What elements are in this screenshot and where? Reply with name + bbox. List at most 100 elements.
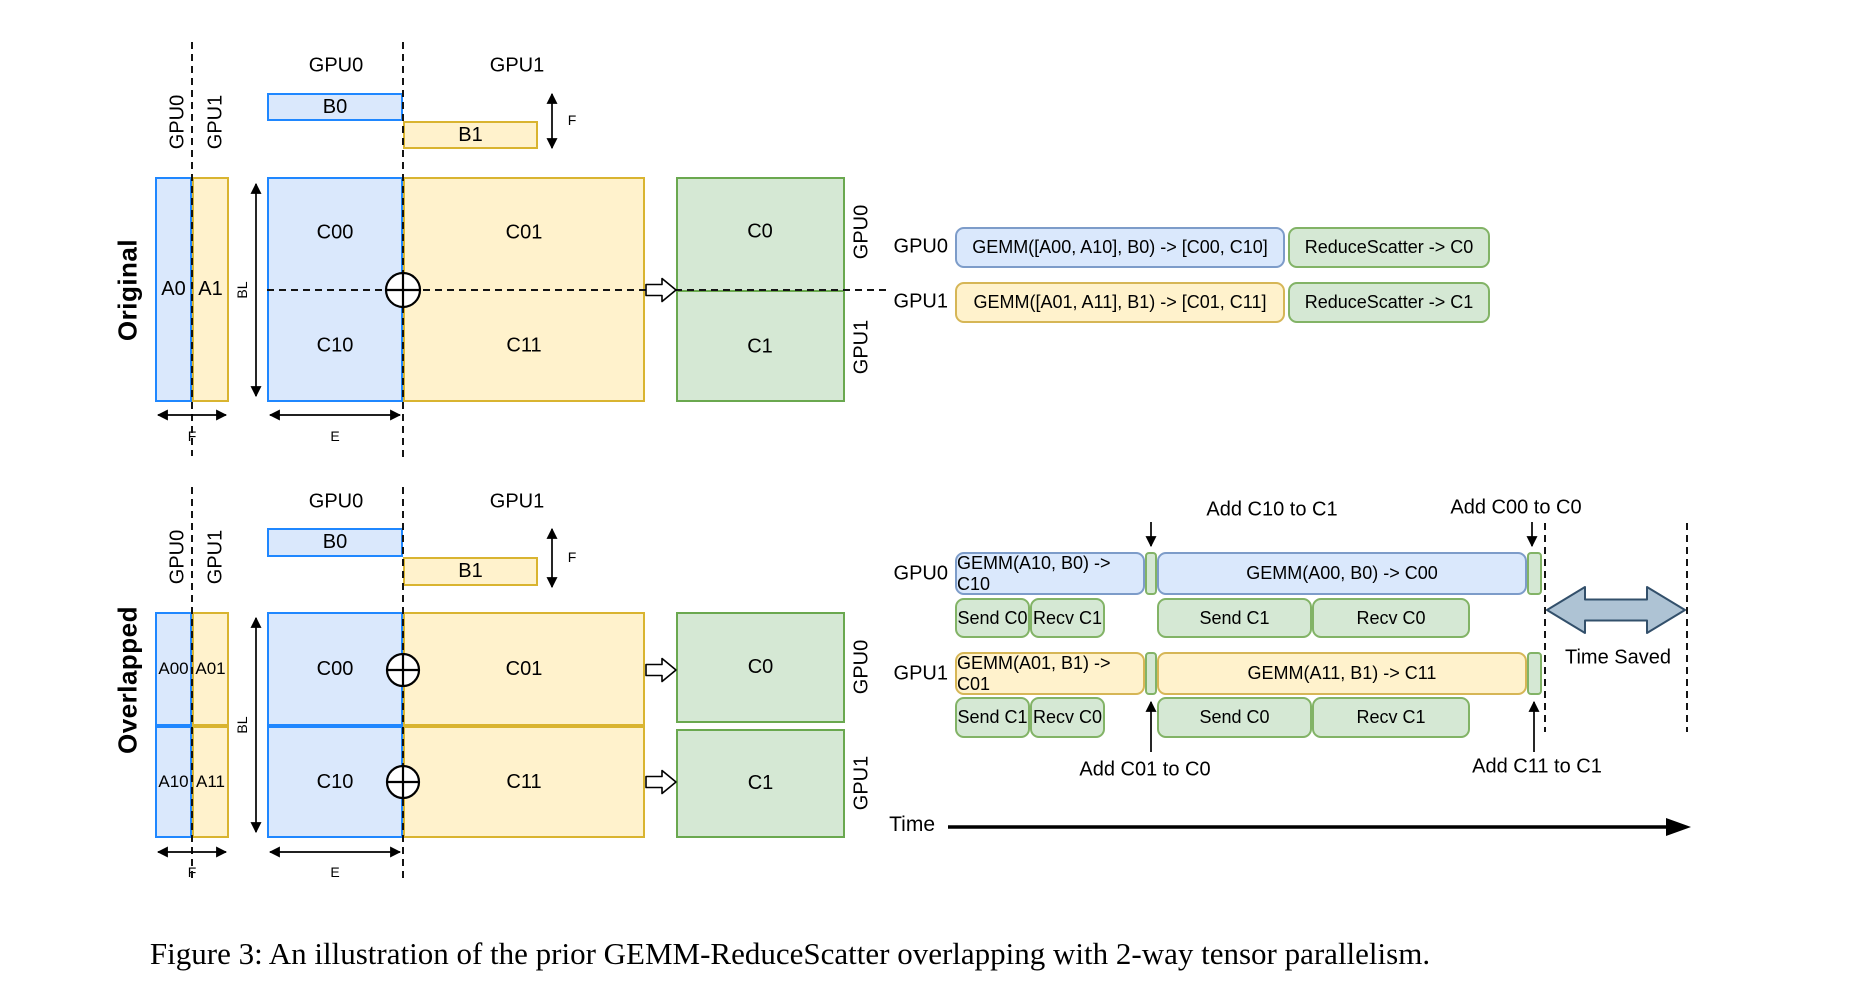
overlapped-c11-label: C11 [506,770,542,793]
overlapped-c00-block: C00 [267,612,403,726]
original-out-gpu1-label: GPU1 [850,319,873,375]
overlapped-b0-label: B0 [322,531,348,553]
annotation-add-c10-to-c1: Add C10 to C1 [1206,498,1338,521]
original-b1-block: B1 [403,121,538,149]
original-timeline-gpu1-gemm-box: GEMM([A01, A11], B1) -> [C01, C11] [955,282,1285,323]
overlapped-a10-label: A10 [158,772,189,791]
original-b0-label: B0 [322,95,348,118]
overlapped-gpu0-add-sliver-2 [1527,552,1542,595]
overlapped-gpu0-add-sliver-1 [1145,552,1157,595]
original-c00-label: C00 [316,221,354,244]
original-section-label: Original [112,238,143,342]
block-arrows [645,277,677,795]
overlapped-gpu1-recv1-label: Recv C0 [1032,707,1103,727]
overlapped-gpu1-recv2-label: Recv C1 [1356,707,1426,727]
overlapped-a00-label: A00 [158,659,189,678]
original-timeline-gpu1-label: GPU1 [893,290,948,313]
original-output-divider [678,289,843,292]
original-timeline-gpu1-gemm-label: GEMM([A01, A11], B1) -> [C01, C11] [973,292,1267,312]
overlapped-gpu0-recv1-box: Recv C1 [1030,598,1105,638]
overlapped-c11-block: C11 [403,726,645,838]
original-timeline-gpu0-reducescatter-label: ReduceScatter -> C0 [1304,237,1474,257]
overlapped-output-arrow-top-icon [645,657,677,683]
overlapped-gpu1-add-sliver-1 [1145,652,1157,695]
original-b1-label: B1 [458,123,483,146]
overlapped-out-gpu1-label: GPU1 [850,755,873,811]
original-a1-label: A1 [198,278,223,300]
overlapped-section-label: Overlapped [112,605,143,755]
overlapped-b0-block: B0 [267,528,403,557]
overlapped-gpu1-send1-box: Send C1 [955,697,1030,738]
original-timeline-gpu1-reducescatter-label: ReduceScatter -> C1 [1304,292,1474,312]
original-b-gpu0-label: GPU0 [308,54,364,77]
overlapped-a01-block: A01 [192,612,229,726]
original-c10-label: C10 [316,334,354,357]
original-timeline-gpu0-gemm-label: GEMM([A00, A10], B0) -> [C00, C10] [972,237,1268,257]
original-timeline-gpu0-gemm-box: GEMM([A00, A10], B0) -> [C00, C10] [955,227,1285,268]
overlapped-gpu0-send2-label: Send C1 [1199,607,1270,628]
overlapped-c0-label: C0 [747,656,774,678]
overlapped-gpu1-recv1-box: Recv C0 [1030,697,1105,738]
overlapped-c00-label: C00 [316,657,354,680]
original-c-blue-block [267,177,403,402]
original-b-gpu1-label: GPU1 [489,54,545,77]
overlapped-gpu1-send1-label: Send C1 [957,707,1028,727]
overlapped-a-col-gpu0-label: GPU0 [166,529,189,585]
overlapped-a10-block: A10 [155,726,192,838]
overlapped-b-gpu1-label: GPU1 [489,490,545,513]
original-c01-label: C01 [505,221,543,244]
annotation-add-c11-to-c1: Add C11 to C1 [1472,755,1602,778]
overlapped-a-col-gpu1-label: GPU1 [204,529,227,585]
original-dim-f-b-label: F [567,112,577,128]
original-a1-block: A1 [192,177,229,402]
original-timeline-gpu1-reducescatter-box: ReduceScatter -> C1 [1288,282,1490,323]
original-dim-e-label: E [330,428,340,444]
original-c-yellow-block [403,177,645,402]
annotation-add-c00-to-c0: Add C00 to C0 [1450,496,1582,519]
overlapped-c0-block: C0 [676,612,845,723]
original-a0-block: A0 [155,177,192,402]
overlapped-timeline-gpu0-label: GPU0 [893,562,948,585]
overlapped-out-gpu0-label: GPU0 [850,639,873,695]
figure-caption: Figure 3: An illustration of the prior G… [149,936,1431,971]
original-b0-block: B0 [267,93,403,121]
original-c0-label: C0 [747,220,773,243]
time-saved-label: Time Saved [1565,646,1671,669]
overlapped-gpu0-gemm2-label: GEMM(A00, B0) -> C00 [1246,563,1438,583]
overlapped-timeline-gpu1-label: GPU1 [893,662,948,685]
overlapped-gpu1-add-sliver-2 [1527,652,1542,695]
time-axis-arrow [948,818,1691,836]
overlapped-gpu0-gemm2-box: GEMM(A00, B0) -> C00 [1157,552,1527,595]
original-a0-label: A0 [161,278,186,300]
overlapped-gpu0-recv2-box: Recv C0 [1312,598,1470,638]
overlapped-gpu0-send1-label: Send C0 [957,607,1028,628]
overlapped-dim-f-b-label: F [567,549,577,565]
overlapped-c1-block: C1 [676,729,845,838]
overlapped-gpu0-send2-box: Send C1 [1157,598,1312,638]
overlapped-gpu1-gemm2-label: GEMM(A11, B1) -> C11 [1247,663,1437,683]
original-timeline-gpu0-reducescatter-box: ReduceScatter -> C0 [1288,227,1490,268]
overlapped-dim-e-label: E [330,864,340,880]
overlapped-a01-label: A01 [195,659,226,678]
overlapped-gpu0-gemm1-label: GEMM(A10, B0) -> C10 [957,552,1111,594]
overlapped-a11-block: A11 [192,726,229,838]
original-dim-f-label: F [187,428,197,444]
original-a-col-gpu0-label: GPU0 [166,94,189,150]
time-saved-double-arrow-icon [1546,586,1686,634]
overlapped-b1-block: B1 [403,557,538,586]
overlapped-b1-label: B1 [458,560,483,582]
overlapped-gpu1-send2-box: Send C0 [1157,697,1312,738]
overlapped-dim-f-label: F [187,864,197,880]
overlapped-gpu1-gemm1-label: GEMM(A01, B1) -> C01 [957,652,1111,694]
overlapped-dim-bl-label: BL [234,716,250,734]
original-dim-bl-label: BL [234,281,250,299]
overlapped-output-arrow-bottom-icon [645,769,677,795]
original-a-col-gpu1-label: GPU1 [204,94,227,150]
original-timeline-gpu0-label: GPU0 [893,235,948,258]
original-out-gpu0-label: GPU0 [850,204,873,260]
overlapped-c1-label: C1 [747,772,774,794]
overlapped-a00-block: A00 [155,612,192,726]
overlapped-gpu0-recv1-label: Recv C1 [1032,607,1103,628]
overlapped-c01-label: C01 [505,657,543,680]
